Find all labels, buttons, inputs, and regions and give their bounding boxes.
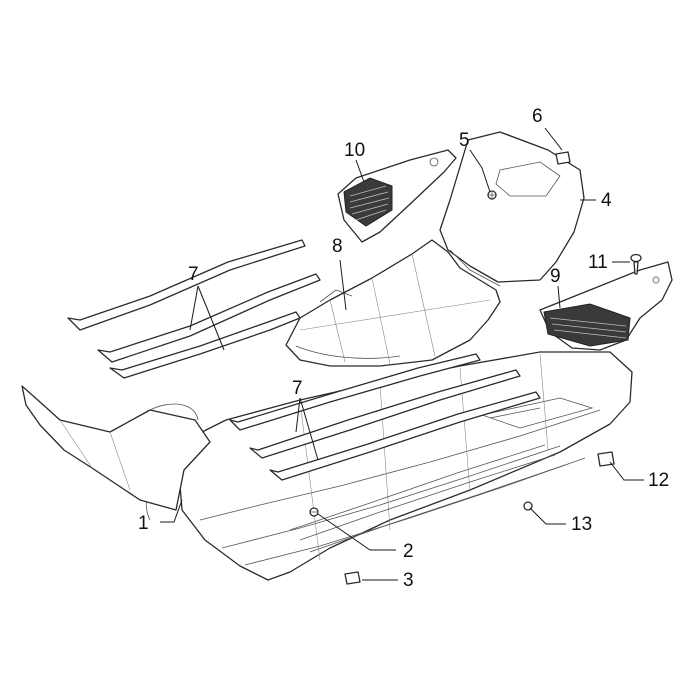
callout-7-lower: 7 [292,378,303,399]
callout-1: 1 [138,513,149,534]
leader-lines [160,127,644,581]
part-7-runner-strips-upper [67,239,321,379]
part-10-side-panel [337,149,457,243]
part-4-rear-cover [439,131,585,287]
part-1-floor-panel [146,351,633,581]
part-3-clip [344,571,361,585]
callout-11: 11 [588,252,608,273]
callout-10: 10 [344,140,365,161]
part-5-screw [487,190,497,200]
callout-labels: 1 2 3 4 5 6 7 7 8 9 10 11 12 13 [138,106,669,591]
part-7-runner-strips-lower [229,353,541,481]
callout-5: 5 [459,130,470,151]
callout-4: 4 [601,190,612,211]
floor-slots [289,444,566,553]
callout-9: 9 [550,266,561,287]
callout-12: 12 [648,470,669,491]
callout-7-upper: 7 [188,264,199,285]
part-11-screw [630,253,642,275]
part-9-side-panel [539,261,673,351]
callout-6: 6 [532,106,543,127]
callout-13: 13 [571,514,592,535]
callout-2: 2 [403,541,414,562]
callout-8: 8 [332,236,343,257]
callout-3: 3 [403,570,414,591]
part-6-clip [555,151,571,165]
part-8-center-tunnel [285,239,501,367]
front-cowling [21,385,211,511]
part-2-screw [309,507,319,517]
